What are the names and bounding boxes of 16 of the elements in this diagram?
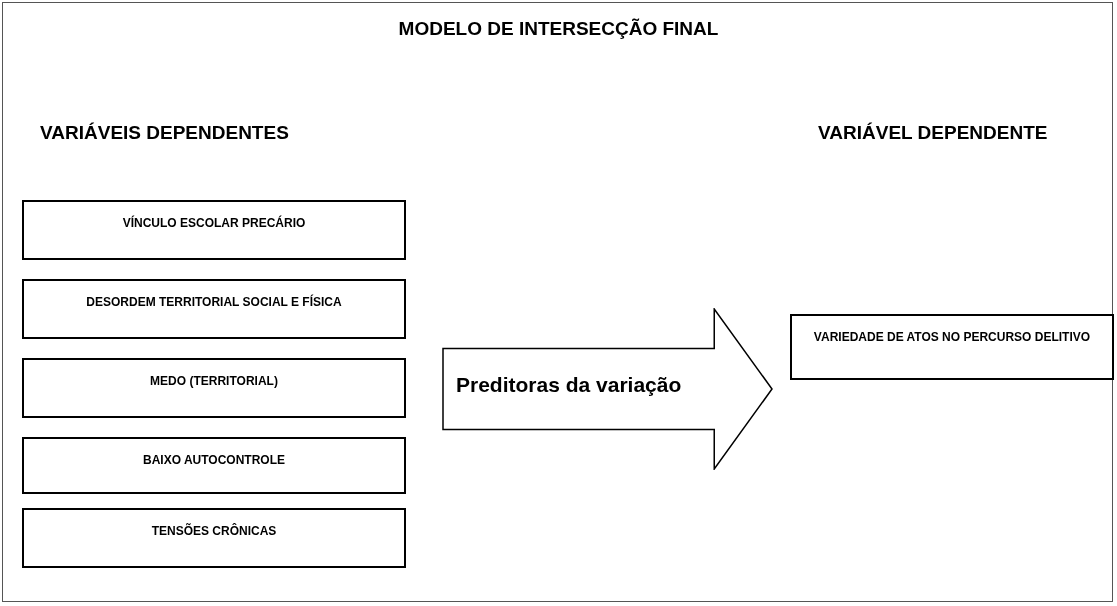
column-heading: VARIÁVEL DEPENDENTE — [818, 122, 1048, 144]
variable-box — [22, 200, 406, 260]
variable-box — [790, 314, 1114, 380]
box-label: TENSÕES CRÔNICAS — [150, 524, 278, 538]
box-label: VÍNCULO ESCOLAR PRECÁRIO — [121, 216, 307, 230]
diagram-title: MODELO DE INTERSECÇÃO FINAL — [397, 18, 720, 40]
arrow-label: Preditoras da variação — [456, 373, 682, 397]
box-label: VARIEDADE DE ATOS NO PERCURSO DELITIVO — [812, 330, 1092, 344]
column-heading: VARIÁVEIS DEPENDENTES — [40, 122, 289, 144]
variable-box — [22, 437, 406, 494]
variable-box — [22, 508, 406, 568]
variable-box — [22, 279, 406, 339]
box-label: BAIXO AUTOCONTROLE — [142, 453, 286, 467]
variable-box — [22, 358, 406, 418]
box-label: DESORDEM TERRITORIAL SOCIAL E FÍSICA — [85, 295, 343, 309]
box-label: MEDO (TERRITORIAL) — [149, 374, 279, 388]
